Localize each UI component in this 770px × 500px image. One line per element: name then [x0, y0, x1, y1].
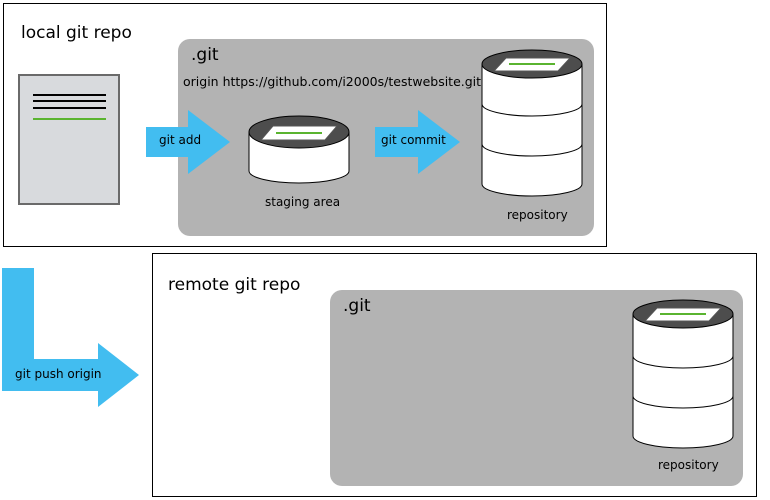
staging-area-label: staging area: [265, 195, 341, 209]
remote-git-label: .git: [343, 296, 371, 316]
origin-url: origin https://github.com/i2000s/testweb…: [183, 74, 482, 89]
local-git-label: .git: [191, 45, 219, 65]
git-add-label: git add: [159, 133, 202, 147]
git-commit-arrow: [375, 110, 460, 174]
local-repo-title: local git repo: [21, 23, 132, 43]
git-push-label: git push origin: [15, 367, 102, 381]
remote-repository-label: repository: [658, 458, 719, 472]
document-icon: [18, 74, 120, 205]
remote-repository-cylinder: [632, 299, 734, 449]
staging-area-cylinder: [248, 115, 350, 184]
git-commit-label: git commit: [381, 133, 446, 147]
git-add-arrow: [146, 110, 230, 174]
local-repository-cylinder: [481, 49, 583, 197]
git-push-arrow: [2, 268, 139, 407]
local-repository-label: repository: [507, 208, 568, 222]
remote-repo-title: remote git repo: [168, 275, 301, 295]
